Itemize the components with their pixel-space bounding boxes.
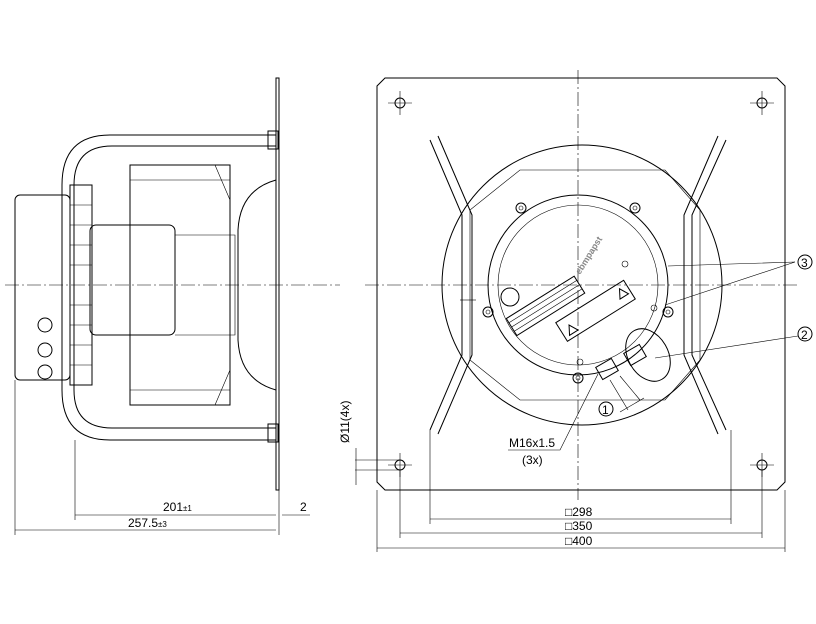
callout-1 xyxy=(598,401,614,417)
motor-plug xyxy=(500,287,520,307)
side-view: 201±1 257.5±3 2 Ø11(4x) xyxy=(5,77,400,535)
side-mounting-plate xyxy=(275,77,280,491)
cable-gland-bulge xyxy=(625,328,671,382)
callout-2 xyxy=(797,326,813,342)
cable-gland-icon xyxy=(37,317,53,333)
svg-text:1: 1 xyxy=(602,403,609,417)
dim-plate-thickness: 2 xyxy=(300,500,307,514)
front-view: ebmpapst 3 2 1 M16x1.5 (3x) xyxy=(365,70,813,552)
dim-hole-diameter: Ø11(4x) xyxy=(338,401,352,443)
screws xyxy=(482,202,674,384)
side-bolt-bottom xyxy=(267,423,279,443)
cable-gland-icon xyxy=(37,342,53,358)
inlet-ring xyxy=(441,144,723,426)
side-impeller xyxy=(129,164,231,406)
callout-3-leader xyxy=(664,261,796,306)
bracket-arms xyxy=(429,135,727,435)
thread-leader xyxy=(508,373,599,451)
svg-text:3: 3 xyxy=(801,256,808,270)
dim-201: 201±1 xyxy=(163,500,192,514)
dim-298: □298 xyxy=(565,505,593,519)
svg-text:2: 2 xyxy=(801,328,808,342)
motor-housing xyxy=(487,194,669,376)
dim-257: 257.5±3 xyxy=(128,516,167,530)
warning-label xyxy=(555,279,636,343)
side-bolt-top xyxy=(267,130,279,150)
heatsink-strip xyxy=(505,275,586,337)
thread-count: (3x) xyxy=(522,453,543,467)
callout-2-leader xyxy=(654,335,799,359)
side-heatsink xyxy=(69,184,93,386)
side-bracket-inner xyxy=(73,145,276,429)
thread-label: M16x1.5 xyxy=(509,436,555,450)
callout-3 xyxy=(797,254,813,270)
mounting-holes xyxy=(388,91,774,477)
dim-350: □350 xyxy=(565,519,593,533)
side-bracket-outer xyxy=(61,134,276,441)
side-motor xyxy=(89,224,176,336)
cable-gland-icon xyxy=(37,364,53,380)
mounting-plate xyxy=(376,77,786,491)
cable-gland xyxy=(595,357,619,381)
callout-1-leader xyxy=(609,375,645,413)
dim-400: □400 xyxy=(565,534,593,548)
cable-gland xyxy=(623,343,647,367)
side-inlet-nozzle xyxy=(237,179,277,391)
